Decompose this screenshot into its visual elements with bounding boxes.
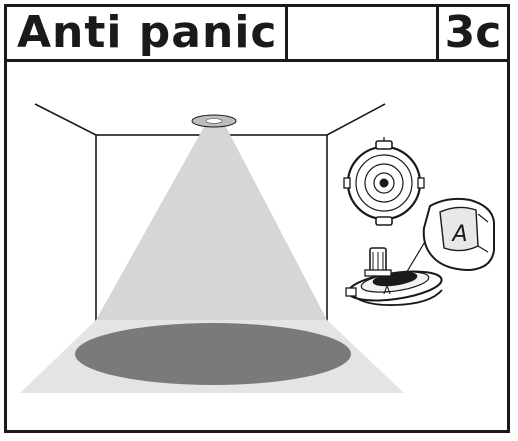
luminaire-top-view-icon: [343, 137, 425, 226]
luminaire-side-view-icon: A: [345, 247, 443, 306]
ceiling-luminaire-icon: [191, 114, 237, 128]
step-box: 3c: [436, 4, 510, 62]
light-cone: [96, 125, 327, 320]
page-title: Anti panic: [17, 7, 278, 58]
marker-magnifier-icon: A: [401, 197, 495, 281]
title-box: Anti panic: [4, 4, 288, 62]
marker-letter-large: A: [450, 222, 467, 247]
step-label: 3c: [444, 7, 502, 58]
floor-light-spot: [75, 323, 351, 385]
marker-letter-small: A: [383, 284, 391, 297]
